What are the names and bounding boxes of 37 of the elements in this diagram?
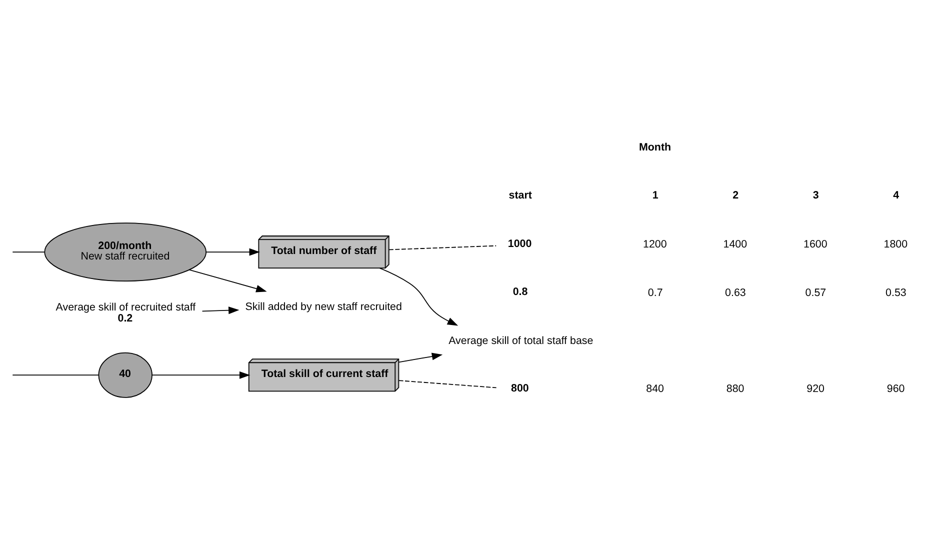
node-text: Skill added by new staff recruited xyxy=(245,300,402,313)
label: start xyxy=(508,189,532,202)
connector xyxy=(388,244,497,250)
label: 0.63 xyxy=(725,286,746,298)
label: 3 xyxy=(812,189,819,202)
arrow xyxy=(202,306,240,314)
label: Month xyxy=(639,140,672,153)
label: 0.53 xyxy=(886,286,906,298)
connector xyxy=(12,251,45,252)
arrow xyxy=(188,268,267,292)
node-text: Average skill of recruited staff xyxy=(56,301,196,314)
node-ellipse: 200/month New staff recruited xyxy=(44,222,207,282)
connector xyxy=(12,374,100,376)
arrow xyxy=(206,248,260,256)
label: 1800 xyxy=(884,238,908,250)
label: 1 xyxy=(652,189,658,202)
arrow xyxy=(379,267,458,326)
connector xyxy=(398,380,497,388)
node-text: 1000 xyxy=(508,237,532,250)
arrow xyxy=(398,352,443,362)
label: 2 xyxy=(732,189,739,202)
label: 4 xyxy=(893,189,900,202)
node-ellipse: 40 xyxy=(98,352,152,398)
label: 960 xyxy=(886,382,905,395)
label: 1600 xyxy=(804,238,828,250)
label: 880 xyxy=(726,382,744,395)
label: 920 xyxy=(806,382,824,395)
node-text: Average skill of total staff base xyxy=(448,334,594,346)
label: 0.57 xyxy=(805,286,826,298)
node-text: 800 xyxy=(511,382,529,394)
label: 0.8 xyxy=(512,285,528,298)
label: 0.7 xyxy=(648,286,663,298)
node-label: 0.2 xyxy=(118,312,133,324)
label: 1200 xyxy=(643,238,667,250)
label: 840 xyxy=(646,382,664,395)
arrow xyxy=(152,370,250,378)
label: 1400 xyxy=(723,238,748,250)
